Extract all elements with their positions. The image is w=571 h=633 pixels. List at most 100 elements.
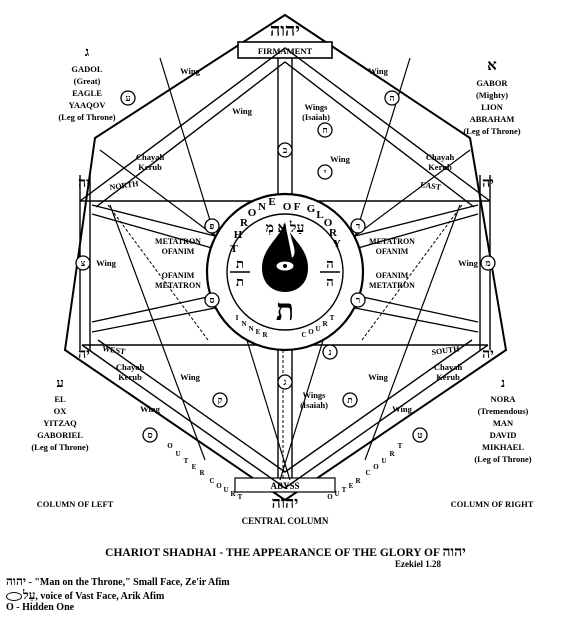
wing-label: Wing	[368, 372, 388, 382]
column-of-right-label: COLUMN OF RIGHT	[451, 499, 534, 509]
node-letter: ג	[284, 377, 287, 387]
node-letter: מ	[485, 258, 490, 268]
legend-text: , voice of Vast Face, Arik Afim	[35, 591, 165, 602]
outer-court-letter: O	[216, 482, 222, 490]
throne-hebrew-top: עַל א מְ	[266, 220, 305, 236]
node-letter: ק	[218, 395, 223, 405]
fraction-right-top: ה	[326, 256, 333, 271]
wing-label: Wing	[96, 258, 116, 268]
wing-label: Wing	[180, 66, 200, 76]
outer-court-letter: T	[398, 442, 403, 450]
legend-symbol: O	[6, 602, 14, 613]
legend-row: יהוה - "Man on the Throne," Small Face, …	[6, 574, 230, 589]
throne-center-letter: ת	[276, 294, 294, 327]
ofanim-metatron-left-1: OFANIM	[162, 271, 195, 280]
ofanim-metatron-left-2: METATRON	[155, 281, 201, 290]
direction-north: NORTH	[109, 179, 140, 192]
direction-south: SOUTH	[431, 344, 461, 357]
node-letter: ר	[356, 295, 360, 305]
inner-court-letter: T	[330, 314, 335, 322]
inner-court-letter: N	[248, 325, 253, 333]
west-divine-name: יה	[78, 347, 90, 362]
corner-line: DAVID	[490, 430, 517, 440]
chayah-kerub-sw: Chayah	[116, 362, 145, 372]
arc-letter: N	[258, 201, 266, 213]
corner-letter-top-right: א	[487, 58, 497, 74]
arc-letter: H	[234, 229, 243, 241]
figure-caption: CHARIOT SHADHAI - THE APPEARANCE OF THE …	[0, 545, 571, 561]
throne-of-glory-arc: T H R O N E O F G L O R Y	[230, 196, 341, 255]
arc-letter: E	[268, 196, 275, 208]
corner-letter-top-left: ג	[85, 44, 89, 59]
corner-line: EAGLE	[72, 88, 102, 98]
corner-line: (Leg of Throne)	[474, 454, 531, 464]
corner-line: (Leg of Throne)	[463, 126, 520, 136]
corner-line: (Great)	[74, 76, 101, 86]
legend-text: - Hidden One	[16, 602, 75, 613]
node-letter: ה	[389, 93, 394, 103]
corner-letter-bottom-left: ע	[56, 375, 63, 390]
corner-line: GABORIEL	[37, 430, 83, 440]
node-letter: י	[324, 167, 326, 177]
abyss-bar	[234, 477, 336, 493]
south-divine-name: יה	[482, 347, 494, 362]
corner-line: YAAQOV	[69, 100, 107, 110]
corner-line: MIKHAEL	[482, 442, 524, 452]
arc-letter: Y	[333, 238, 341, 250]
outer-court-letter: E	[349, 482, 354, 490]
node-letter: ב	[283, 145, 288, 155]
throne-inner-circle	[226, 213, 344, 331]
node-letter: ת	[347, 395, 353, 405]
wings-isaiah-top: Wings	[305, 102, 329, 112]
outer-hexagon	[63, 13, 508, 502]
node-letter: ס	[147, 430, 152, 440]
outer-court-letter: U	[381, 457, 386, 465]
metatron-ofanim-left-1: METATRON	[155, 237, 201, 246]
fraction-left-top: ת	[236, 256, 244, 271]
fraction-left-bottom: ת	[236, 274, 244, 289]
node-letter: ט	[417, 430, 422, 440]
legend-row: עַל, voice of Vast Face, Arik Afim	[6, 588, 164, 603]
firmament-bar	[237, 41, 333, 59]
outer-court-letter: T	[238, 493, 243, 501]
corner-line: NORA	[490, 394, 516, 404]
corner-line: ABRAHAM	[470, 114, 515, 124]
wing-label: Wing	[368, 66, 388, 76]
arc-letter: O	[248, 207, 257, 219]
direction-east: EAST	[420, 180, 443, 192]
inner-court-letter: I	[236, 314, 239, 322]
corner-letter-bottom-right: נ	[501, 375, 505, 390]
wing-label: Wing	[330, 154, 350, 164]
top-divine-name: יהוה	[270, 20, 300, 40]
wing-label: Wing	[458, 258, 478, 268]
north-divine-name: יה	[78, 176, 90, 191]
inner-court-letter: E	[256, 328, 261, 336]
inner-court-letter: R	[322, 320, 328, 328]
inner-court-letter: R	[262, 331, 268, 339]
outer-court-letter: U	[223, 486, 228, 494]
outer-court-letter: T	[184, 457, 189, 465]
outer-court-letter: T	[342, 486, 347, 494]
arc-letter: F	[294, 201, 301, 213]
ofanim-metatron-right-1: OFANIM	[376, 271, 409, 280]
chayah-kerub-nw: Chayah	[136, 152, 165, 162]
legend-row: O - Hidden One	[6, 602, 74, 613]
chariot-diagram: T H R O N E O F G L O R Y עַל א מְ ת ת ה…	[31, 13, 534, 526]
outer-court-letter: C	[209, 477, 214, 485]
fraction-right-bottom: ה	[326, 274, 333, 289]
node-letter: ס	[209, 295, 214, 305]
wing-label: Wing	[232, 106, 252, 116]
outer-court-letter: C	[365, 469, 370, 477]
corner-line: (Tremendous)	[478, 406, 529, 416]
arc-letter: O	[324, 217, 333, 229]
node-letter: ד	[356, 221, 360, 231]
chayah-kerub-nw: Kerub	[138, 162, 162, 172]
outer-court-letter: U	[175, 450, 180, 458]
node-letter: פ	[210, 221, 215, 231]
node-letter: ח	[322, 125, 327, 135]
chayah-kerub-se: Kerub	[436, 372, 460, 382]
outer-court-letter: U	[334, 490, 339, 498]
central-column-label: CENTRAL COLUMN	[242, 516, 329, 526]
corner-line: EL	[54, 394, 66, 404]
